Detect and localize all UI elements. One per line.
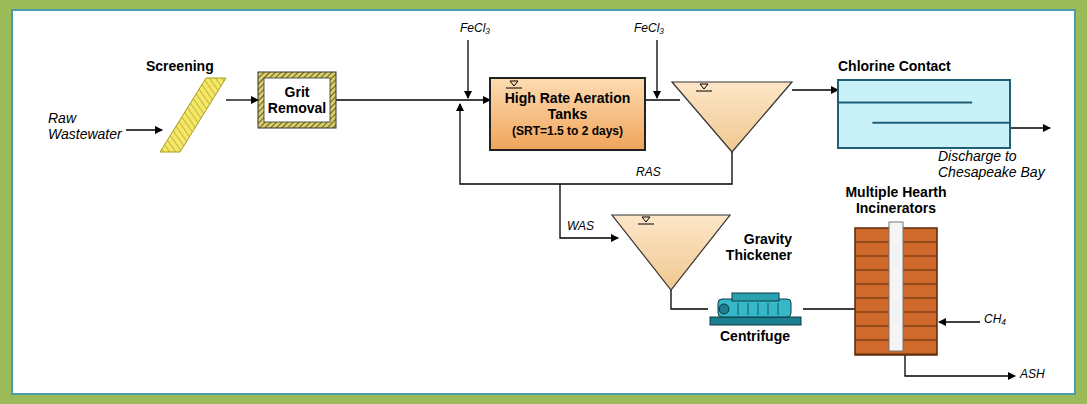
chemical-label: FeCl₃ xyxy=(460,22,490,36)
flow-label: WAS xyxy=(567,220,594,234)
inlet-arrow xyxy=(126,129,162,130)
unit-label: Chlorine Contact xyxy=(838,58,1010,74)
dosing-arrow xyxy=(656,40,657,98)
clarifier xyxy=(672,82,792,152)
was-line xyxy=(560,184,618,238)
chlorine-contact-tank: Chlorine Contact xyxy=(838,80,1010,148)
flow-connector xyxy=(336,99,490,100)
flow-connector xyxy=(226,99,258,100)
unit-label: Gravity Thickener xyxy=(718,231,792,263)
centrifuge: Centrifuge xyxy=(708,293,803,325)
bar-screen: Screening xyxy=(160,78,226,152)
dosing-arrow xyxy=(467,40,468,98)
centrifuge-shape xyxy=(708,293,803,325)
gravity-thickener-shape xyxy=(612,215,730,290)
flow-connector xyxy=(671,290,708,309)
aeration-tank: High Rate Aeration Tanks (SRT=1.5 to 2 da… xyxy=(490,78,645,150)
process-note: (SRT=1.5 to 2 days) xyxy=(512,125,623,139)
process-title: High Rate Aeration Tanks xyxy=(498,90,637,122)
residue-label: ASH xyxy=(1020,368,1045,382)
outlet-label: Discharge to Chesapeake Bay xyxy=(938,148,1068,180)
chlorine-contact-tank-shape xyxy=(838,80,1010,148)
incinerator: Multiple Hearth Incinerators xyxy=(855,222,937,355)
discharge-arrow xyxy=(1010,127,1050,128)
grit-chamber: Grit Removal xyxy=(258,72,336,128)
flow-line xyxy=(792,89,838,90)
fuel-label: CH₄ xyxy=(984,313,1006,327)
water-level xyxy=(700,84,708,89)
inlet-label: Raw Wastewater xyxy=(48,110,128,142)
frame-panel xyxy=(12,10,1075,394)
chemical-label: FeCl₃ xyxy=(634,22,664,36)
ash-line xyxy=(905,355,1015,376)
incinerator-shape xyxy=(855,222,937,355)
flow-connector xyxy=(803,308,855,309)
fuel-arrow xyxy=(939,321,980,322)
flow-label: RAS xyxy=(636,166,661,180)
flow-line xyxy=(645,99,680,100)
gravity-thickener: Gravity Thickener xyxy=(612,215,730,290)
water-level xyxy=(696,91,712,92)
bar-screen-shape xyxy=(160,78,226,152)
unit-label: Multiple Hearth Incinerators xyxy=(839,184,953,216)
unit-label: Centrifuge xyxy=(720,328,810,344)
process-title: Grit Removal xyxy=(266,84,328,116)
unit-label: Screening xyxy=(146,58,236,74)
